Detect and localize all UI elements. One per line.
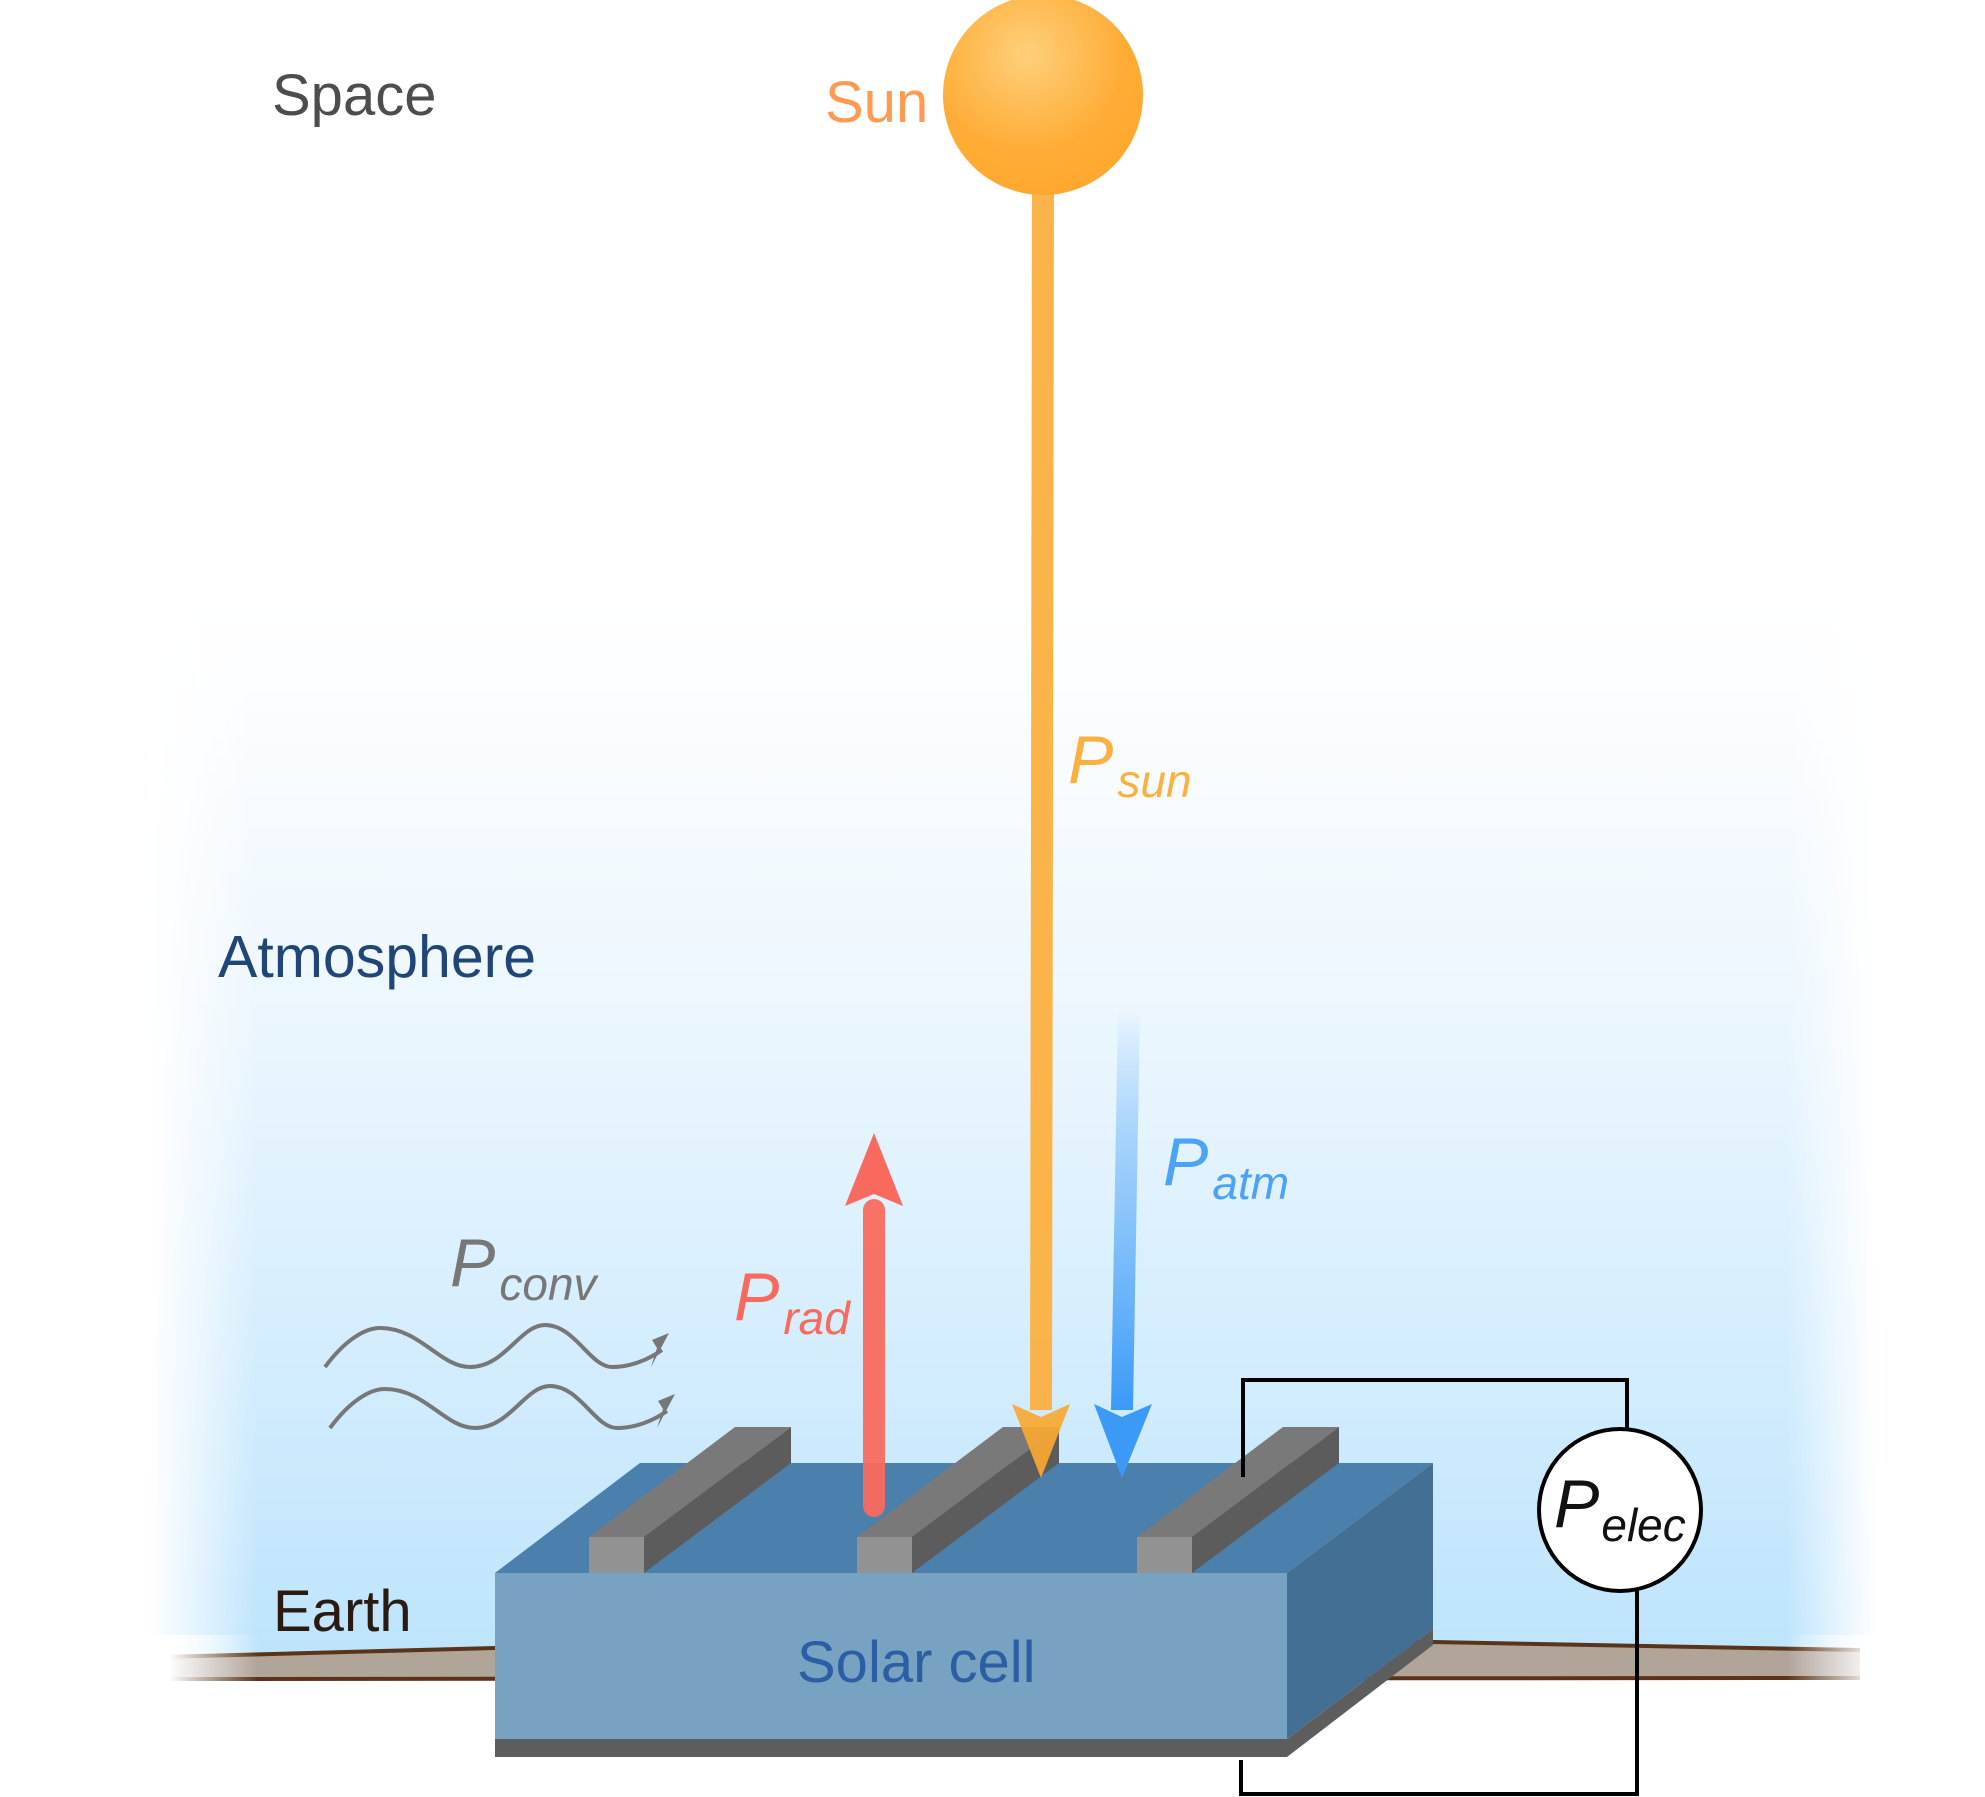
space-label: Space bbox=[272, 63, 436, 128]
sun-beam bbox=[1030, 179, 1054, 1411]
electric-load bbox=[1537, 1427, 1703, 1593]
sun-icon bbox=[943, 0, 1143, 195]
sky-background bbox=[0, 600, 1985, 1660]
metal-finger bbox=[589, 1427, 791, 1573]
atmosphere-label: Atmosphere bbox=[218, 924, 536, 990]
psun-label: Psun bbox=[1068, 722, 1192, 807]
pelec-label: Pelec bbox=[1554, 1466, 1686, 1551]
sun-arrowhead bbox=[1012, 1404, 1070, 1478]
conv-wave-1 bbox=[323, 1322, 664, 1370]
cell-back-contact bbox=[495, 1739, 1287, 1757]
sun-label: Sun bbox=[825, 70, 928, 135]
cell-side-face bbox=[1287, 1463, 1433, 1739]
conv-wave-2 bbox=[328, 1383, 669, 1431]
sun bbox=[943, 0, 1143, 1411]
metal-finger bbox=[1137, 1427, 1339, 1573]
solar-cell bbox=[495, 1427, 1433, 1757]
wire-top bbox=[1241, 1378, 1629, 1477]
atm-arrow bbox=[1094, 1010, 1152, 1478]
prad-label: Prad bbox=[734, 1259, 851, 1344]
wire-bottom bbox=[1239, 1591, 1639, 1796]
patm-label: Patm bbox=[1163, 1124, 1289, 1209]
solar-cell-label: Solar cell bbox=[797, 1630, 1036, 1695]
metal-finger bbox=[857, 1427, 1059, 1573]
rad-arrow bbox=[845, 1133, 903, 1517]
conv-arrowhead-2 bbox=[657, 1394, 675, 1428]
conv-arrows bbox=[323, 1322, 675, 1431]
cell-side-back-contact bbox=[1287, 1629, 1433, 1757]
circuit-wires bbox=[1239, 1378, 1639, 1796]
earth-label: Earth bbox=[273, 1579, 412, 1644]
conv-arrowhead-1 bbox=[651, 1333, 669, 1367]
cell-front-face bbox=[495, 1573, 1287, 1739]
pconv-label: Pconv bbox=[450, 1225, 600, 1310]
